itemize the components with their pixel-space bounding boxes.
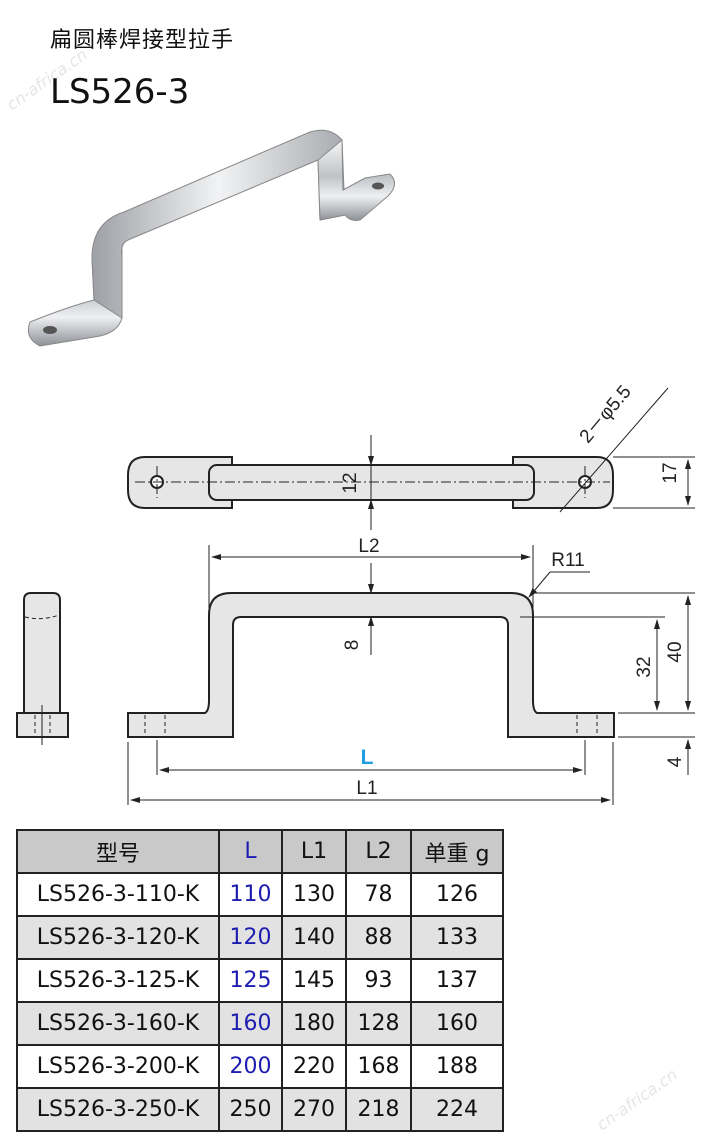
cell-weight: 137 xyxy=(410,958,504,1003)
col-L: L xyxy=(218,829,283,874)
cell-L1: 145 xyxy=(281,958,347,1003)
cell-L2: 168 xyxy=(345,1044,412,1089)
cell-L1: 180 xyxy=(281,1001,347,1046)
cell-model: LS526-3-160-K xyxy=(16,1001,220,1046)
dim-8: 8 xyxy=(342,640,363,651)
cell-L: 110 xyxy=(218,872,283,917)
cell-L: 250 xyxy=(218,1087,283,1132)
col-L1: L1 xyxy=(281,829,347,874)
product-title: 扁圆棒焊接型拉手 xyxy=(50,28,235,53)
dim-12: 12 xyxy=(340,472,361,493)
dim-17: 17 xyxy=(660,462,681,483)
cell-L1: 130 xyxy=(281,872,347,917)
cell-L2: 88 xyxy=(345,915,412,960)
cell-weight: 126 xyxy=(410,872,504,917)
mount-hole xyxy=(43,326,57,334)
table-header: 型号 L L1 L2 单重 g xyxy=(16,829,504,874)
dim-R11: R11 xyxy=(551,550,584,571)
cell-model: LS526-3-250-K xyxy=(16,1087,220,1132)
cell-L2: 93 xyxy=(345,958,412,1003)
cell-L: 160 xyxy=(218,1001,283,1046)
col-weight: 单重 g xyxy=(410,829,504,874)
dim-L1: L1 xyxy=(356,778,377,799)
cell-model: LS526-3-110-K xyxy=(16,872,220,917)
dim-40: 40 xyxy=(665,641,686,662)
col-L2: L2 xyxy=(345,829,412,874)
cell-L: 125 xyxy=(218,958,283,1003)
cell-L1: 220 xyxy=(281,1044,347,1089)
cell-model: LS526-3-120-K xyxy=(16,915,220,960)
cell-L: 120 xyxy=(218,915,283,960)
cell-model: LS526-3-125-K xyxy=(16,958,220,1003)
cell-L1: 140 xyxy=(281,915,347,960)
col-model: 型号 xyxy=(16,829,220,874)
model-number: LS526-3 xyxy=(50,72,190,112)
cell-L: 200 xyxy=(218,1044,283,1089)
cell-L1: 270 xyxy=(281,1087,347,1132)
cell-weight: 133 xyxy=(410,915,504,960)
dim-hole: 2－φ5.5 xyxy=(576,382,636,448)
cell-L2: 218 xyxy=(345,1087,412,1132)
dim-4: 4 xyxy=(665,756,686,767)
mount-hole xyxy=(372,182,384,190)
cell-L2: 78 xyxy=(345,872,412,917)
cell-weight: 160 xyxy=(410,1001,504,1046)
dim-L2: L2 xyxy=(358,536,379,557)
dim-L: L xyxy=(361,746,374,769)
cell-weight: 188 xyxy=(410,1044,504,1089)
dim-32: 32 xyxy=(634,656,655,677)
cell-model: LS526-3-200-K xyxy=(16,1044,220,1089)
cell-L2: 128 xyxy=(345,1001,412,1046)
cell-weight: 224 xyxy=(410,1087,504,1132)
technical-drawing: 12 17 2－φ5.5 L2 R11 8 32 40 4 L L1 xyxy=(16,129,695,805)
watermark: cn-africa.cn xyxy=(593,1064,681,1135)
front-view xyxy=(127,592,615,738)
product-photo xyxy=(27,129,395,347)
